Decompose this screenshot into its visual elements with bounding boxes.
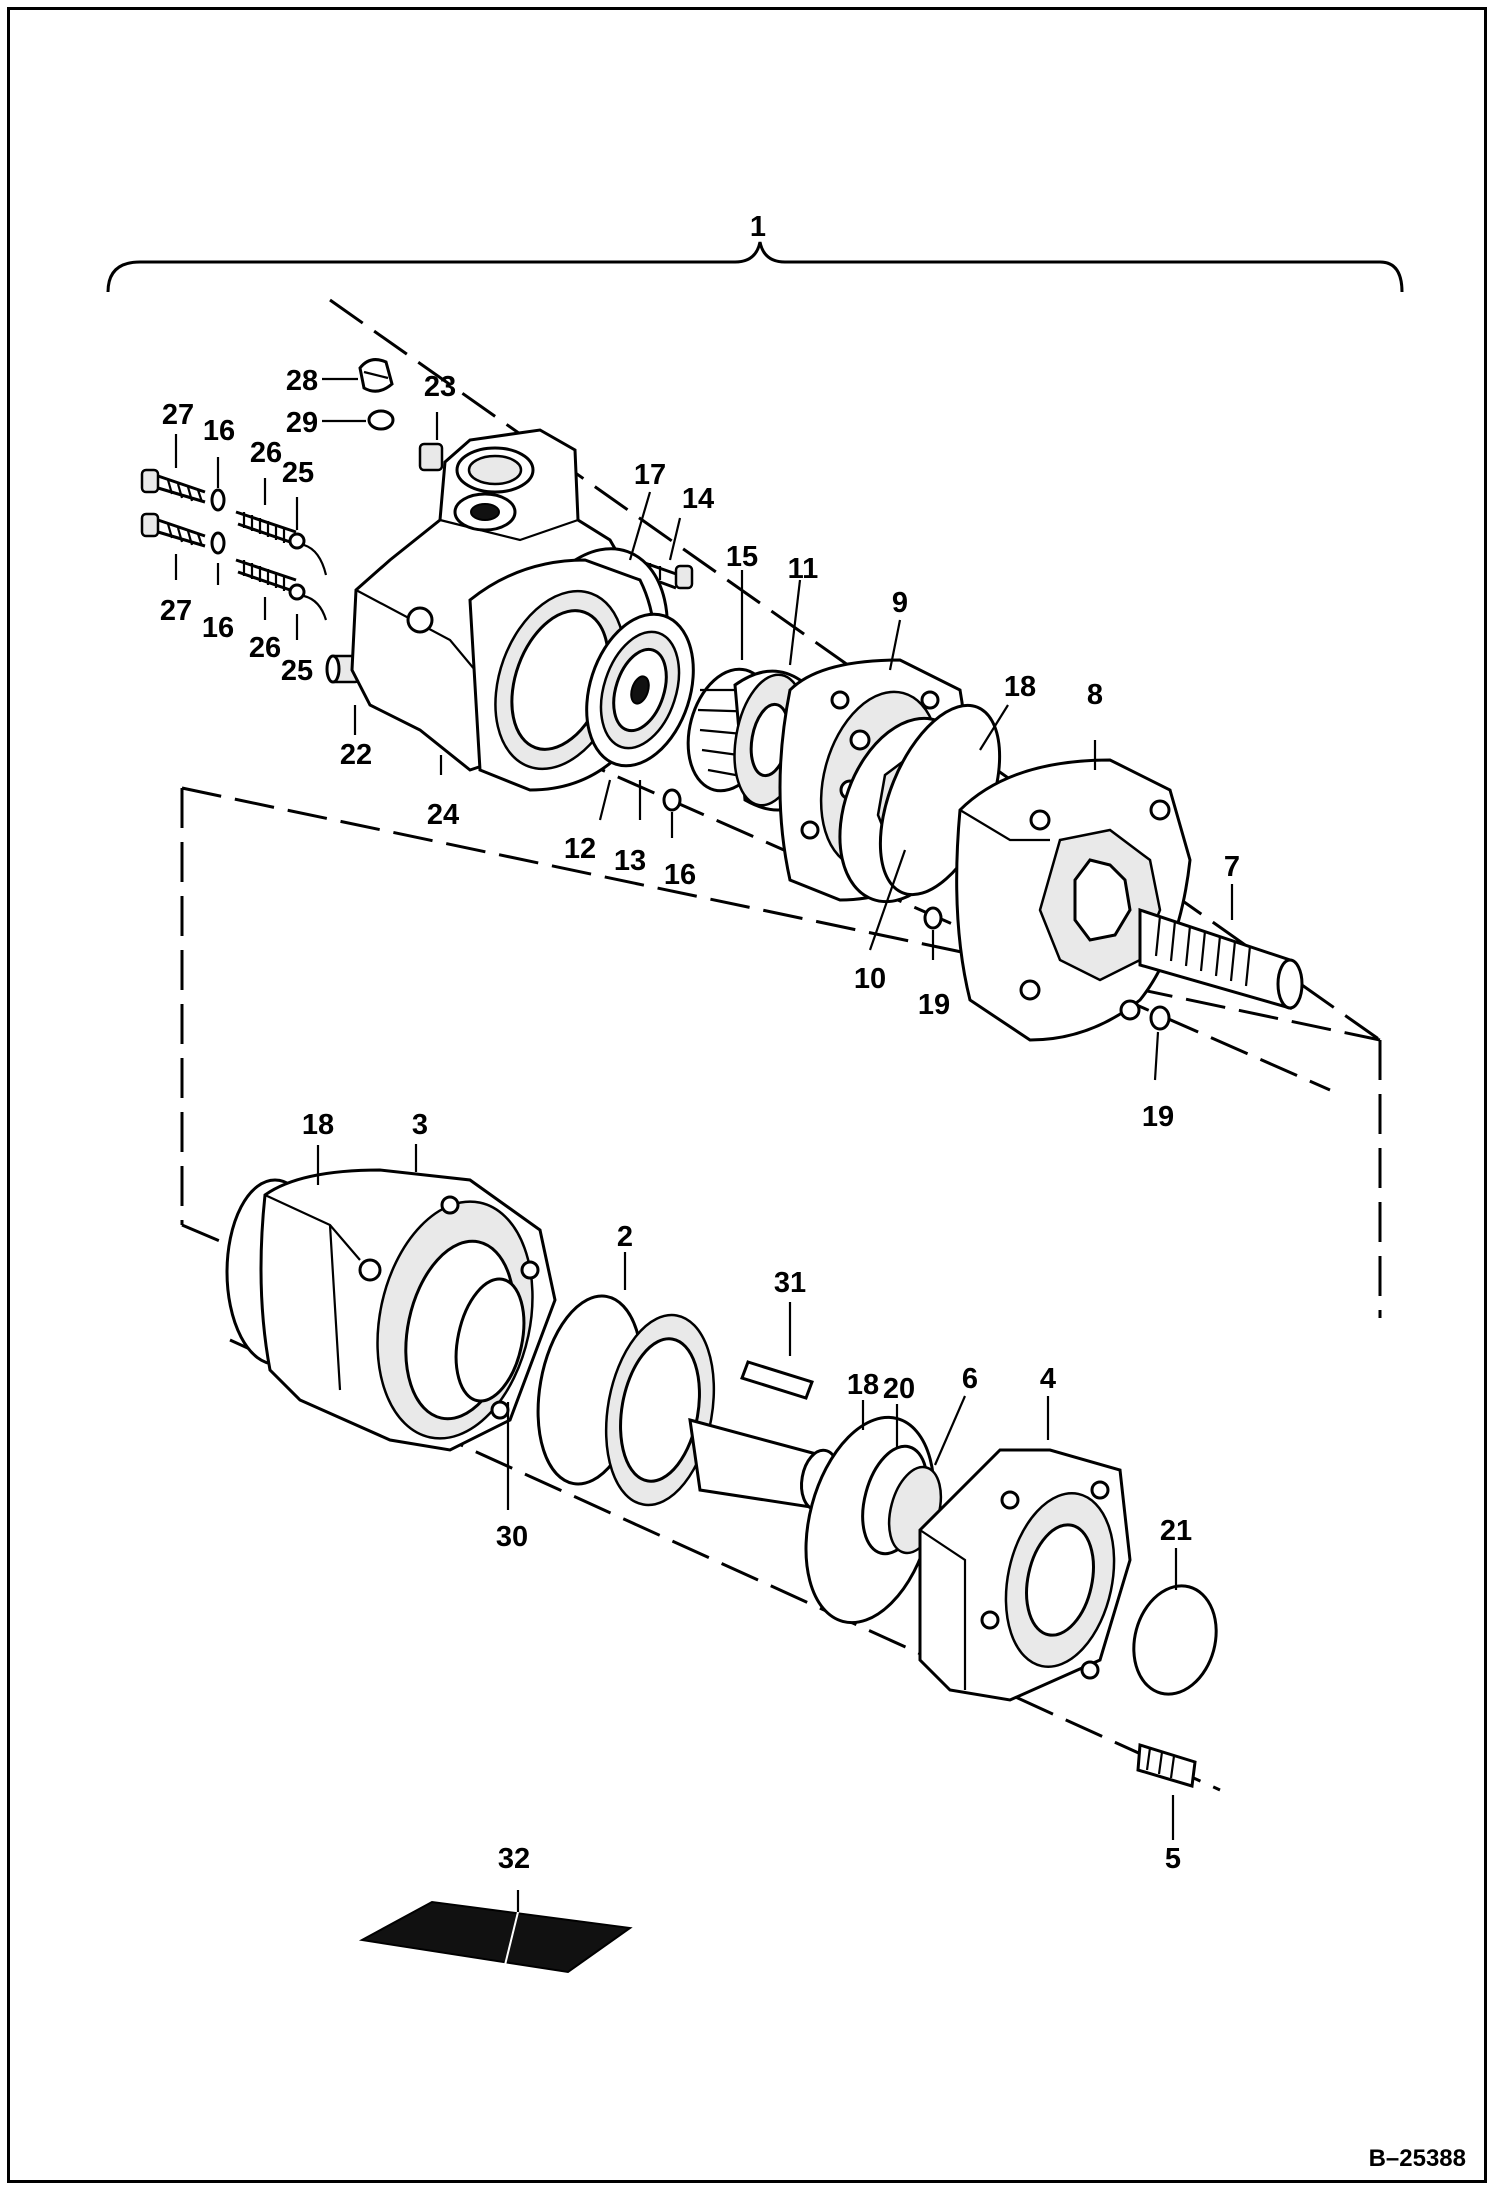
bolt-part-27-upper — [140, 468, 206, 504]
callout-30: 30 — [496, 1521, 528, 1553]
callout-13: 13 — [614, 845, 646, 877]
bearing-part-12-13 — [585, 612, 695, 768]
washer-part-16-lower — [210, 531, 226, 555]
callout-10: 10 — [854, 963, 886, 995]
callout-17: 17 — [634, 459, 666, 491]
callout-12: 12 — [564, 833, 596, 865]
fitting-part-23 — [418, 442, 444, 472]
assembly-brace — [106, 241, 1404, 293]
callout-31: 31 — [774, 1267, 806, 1299]
seal-part-30 — [454, 1277, 526, 1403]
callout-26-lower: 26 — [249, 632, 281, 664]
callout-22: 22 — [340, 739, 372, 771]
callout-1: 1 — [750, 211, 766, 243]
callout-27-lower: 27 — [160, 595, 192, 627]
callout-7: 7 — [1224, 851, 1240, 883]
shaft-part-7 — [1138, 907, 1304, 1010]
bolt-part-27-lower — [140, 512, 206, 548]
spring-part-26-lower — [235, 558, 297, 594]
callout-18-upper: 18 — [1004, 671, 1036, 703]
callout-16-lower: 16 — [202, 612, 234, 644]
callout-6: 6 — [962, 1363, 978, 1395]
callout-25-upper: 25 — [282, 457, 314, 489]
end-plate-part-4 — [918, 1448, 1132, 1702]
callout-9: 9 — [892, 587, 908, 619]
callout-19-mid: 19 — [918, 989, 950, 1021]
end-cap-part-8 — [955, 758, 1192, 1042]
diagram-frame — [7, 7, 1487, 2183]
callout-21: 21 — [1160, 1515, 1192, 1547]
callout-18-right: 18 — [847, 1369, 879, 1401]
callout-8: 8 — [1087, 679, 1103, 711]
callout-14: 14 — [682, 483, 714, 515]
callout-26-upper: 26 — [250, 437, 282, 469]
callout-2: 2 — [617, 1221, 633, 1253]
shaft-bearing-part-2 — [536, 1294, 840, 1512]
callout-28: 28 — [286, 365, 318, 397]
key-part-31 — [740, 1360, 814, 1400]
callout-24: 24 — [427, 799, 459, 831]
callout-3: 3 — [412, 1109, 428, 1141]
connector-line-left — [180, 786, 1382, 1318]
decal-part-32 — [358, 1900, 633, 1974]
plug-part-28 — [358, 358, 394, 393]
oring-part-16-mid — [662, 788, 682, 812]
oring-part-29 — [367, 409, 395, 431]
plug-part-5 — [1136, 1743, 1197, 1788]
callout-32: 32 — [498, 1843, 530, 1875]
oring-part-19-mid — [923, 906, 943, 930]
callout-11: 11 — [788, 553, 819, 585]
oring-part-19-right — [1149, 1005, 1171, 1031]
callout-15: 15 — [726, 541, 758, 573]
callout-5: 5 — [1165, 1843, 1181, 1875]
callout-4: 4 — [1040, 1363, 1056, 1395]
callout-23: 23 — [424, 371, 456, 403]
callout-16-upper: 16 — [203, 415, 235, 447]
callout-27-upper: 27 — [162, 399, 194, 431]
snap-ring-part-21 — [1132, 1584, 1218, 1696]
leader-lines — [174, 377, 1234, 1912]
reference-code: B–25388 — [1369, 2145, 1466, 2172]
ball-part-25-lower — [288, 583, 306, 601]
callout-25-lower: 25 — [281, 655, 313, 687]
callout-18-left: 18 — [302, 1109, 334, 1141]
callout-29: 29 — [286, 407, 318, 439]
washer-part-16-upper — [210, 488, 226, 512]
callout-19-right: 19 — [1142, 1101, 1174, 1133]
spring-part-26-upper — [235, 510, 297, 546]
ball-part-25-upper — [288, 532, 306, 550]
callout-16-mid: 16 — [664, 859, 696, 891]
callout-20: 20 — [883, 1373, 915, 1405]
